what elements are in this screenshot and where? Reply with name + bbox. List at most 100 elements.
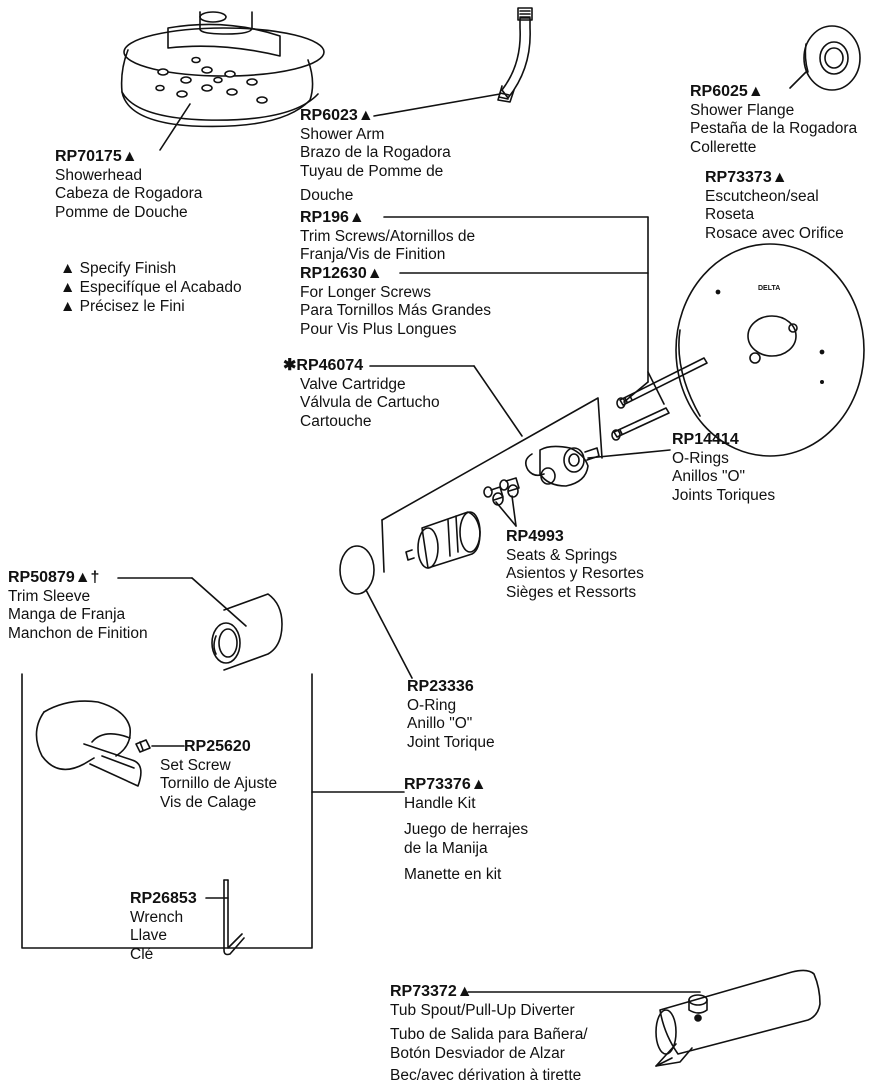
trim-screws-illustration <box>611 357 708 441</box>
part-label-wrench: RP26853 Wrench Llave Clé <box>130 890 197 964</box>
handle-illustration <box>35 700 142 787</box>
part-desc-fr: Cartouche <box>300 412 372 430</box>
part-desc-fr: Rosace avec Orifice <box>705 224 844 242</box>
part-desc-fr: Manchon de Finition <box>8 624 148 642</box>
part-label-o-rings: RP14414 O-Rings Anillos "O" Joints Toriq… <box>672 431 775 505</box>
part-desc-en: Valve Cartridge <box>300 375 406 393</box>
part-desc-es: Anillo "O" <box>407 715 473 732</box>
part-code: RP70175▲ <box>55 148 138 165</box>
o-ring-illustration <box>339 545 375 595</box>
part-desc-fr: Joint Torique <box>407 733 495 751</box>
svg-text:DELTA: DELTA <box>758 285 780 292</box>
part-desc-fr: Manette en kit <box>404 866 502 883</box>
part-desc-line-2: Franja/Vis de Finition <box>300 246 446 263</box>
part-desc-en: For Longer Screws <box>300 283 431 301</box>
wrench-illustration <box>223 879 245 956</box>
part-desc-es: Para Tornillos Más Grandes <box>300 302 491 319</box>
part-desc-fr: Collerette <box>690 138 757 156</box>
part-desc-en: O-Ring <box>407 696 457 714</box>
part-desc-fr: Clé <box>130 945 154 963</box>
part-desc-fr: Pomme de Douche <box>55 203 188 221</box>
part-desc-en: Wrench <box>130 908 184 926</box>
part-label-trim-sleeve: RP50879▲† Trim Sleeve Manga de Franja Ma… <box>8 569 148 643</box>
part-label-escutcheon: RP73373▲ Escutcheon/seal Roseta Rosace a… <box>705 169 844 243</box>
part-desc-fr: Sièges et Ressorts <box>506 583 637 601</box>
part-code: RP14414 <box>672 431 739 448</box>
part-desc-en: Shower Arm <box>300 125 385 143</box>
part-desc-es: Brazo de la Rogadora <box>300 144 451 161</box>
part-desc-es-1: Tubo de Salida para Bañera/ <box>390 1026 588 1043</box>
part-desc-fr: Tuyau de Pomme de <box>300 162 444 180</box>
part-code: RP4993 <box>506 528 564 545</box>
part-desc-es: Válvula de Cartucho <box>300 394 440 411</box>
part-label-longer-screws: RP12630▲ For Longer Screws Para Tornillo… <box>300 265 491 339</box>
leader-lines <box>117 93 701 993</box>
part-code: RP25620 <box>184 738 251 755</box>
part-code: RP6025▲ <box>690 83 764 100</box>
part-desc-en: Seats & Springs <box>506 546 618 564</box>
part-desc-es-2: Botón Desviador de Alzar <box>390 1044 565 1062</box>
part-desc-es: Manga de Franja <box>8 606 126 623</box>
part-desc-fr: Joints Toriques <box>672 486 776 504</box>
part-desc-fr: Bec/avec dérivation à tirette <box>390 1067 582 1084</box>
valve-body-illustration <box>524 445 600 487</box>
valve-cartridge-illustration <box>405 511 481 569</box>
part-desc-en: Handle Kit <box>404 794 476 812</box>
showerhead-illustration <box>120 11 325 151</box>
part-code: ✱RP46074 <box>283 357 364 374</box>
part-desc-es: Cabeza de Rogadora <box>55 185 203 202</box>
part-desc-en: Tub Spout/Pull-Up Diverter <box>390 1001 575 1019</box>
part-desc-es: Tornillo de Ajuste <box>160 775 278 792</box>
valve-box-outline <box>381 397 603 573</box>
part-desc-fr: Pour Vis Plus Longues <box>300 320 457 338</box>
part-label-valve-cartridge: ✱RP46074 Valve Cartridge Válvula de Cart… <box>283 357 440 431</box>
part-code: RP6023▲ <box>300 107 374 124</box>
part-desc-en: Escutcheon/seal <box>705 187 819 205</box>
part-desc-line-1: Trim Screws/Atornillos de <box>300 227 476 245</box>
part-code: RP26853 <box>130 890 197 907</box>
part-desc-es-1: Juego de herrajes <box>404 821 529 838</box>
part-desc-es: Roseta <box>705 206 755 223</box>
part-label-set-screw: RP25620 Set Screw Tornillo de Ajuste Vis… <box>160 738 277 812</box>
part-code: RP12630▲ <box>300 265 383 282</box>
part-desc-es-2: de la Manija <box>404 839 488 857</box>
part-label-showerhead: RP70175▲ Showerhead Cabeza de Rogadora P… <box>55 148 202 222</box>
part-desc-fr-2: Douche <box>300 187 354 204</box>
legend-es: ▲ Especifíque el Acabado <box>60 279 242 296</box>
part-code: RP23336 <box>407 678 474 695</box>
part-code: RP73376▲ <box>404 776 487 793</box>
part-desc-en: Showerhead <box>55 166 143 184</box>
part-label-shower-flange: RP6025▲ Shower Flange Pestaña de la Roga… <box>690 83 857 157</box>
escutcheon-illustration: DELTA <box>675 243 865 457</box>
trim-sleeve-illustration <box>211 593 283 671</box>
part-desc-es: Anillos "O" <box>672 468 746 485</box>
part-code: RP196▲ <box>300 209 365 226</box>
part-desc-en: O-Rings <box>672 449 729 467</box>
part-label-o-ring: RP23336 O-Ring Anillo "O" Joint Torique <box>407 678 495 752</box>
legend-en: ▲ Specify Finish <box>60 260 177 277</box>
part-code: RP73372▲ <box>390 983 473 1000</box>
part-desc-en: Trim Sleeve <box>8 587 91 605</box>
part-code: RP73373▲ <box>705 169 788 186</box>
tub-spout-illustration <box>655 969 821 1067</box>
part-desc-es: Pestaña de la Rogadora <box>690 120 858 137</box>
part-label-seats-springs: RP4993 Seats & Springs Asientos y Resort… <box>506 528 644 602</box>
legend-fr: ▲ Précisez le Fini <box>60 298 185 315</box>
part-label-tub-spout: RP73372▲ Tub Spout/Pull-Up Diverter Tubo… <box>390 983 588 1086</box>
part-code: RP50879▲† <box>8 569 100 586</box>
part-label-trim-screws: RP196▲ Trim Screws/Atornillos de Franja/… <box>300 209 475 265</box>
finish-legend: ▲ Specify Finish ▲ Especifíque el Acabad… <box>60 259 242 316</box>
part-desc-es: Llave <box>130 927 168 944</box>
shower-flange-illustration <box>789 25 861 91</box>
part-desc-en: Shower Flange <box>690 101 795 119</box>
shower-arm-illustration <box>497 7 533 103</box>
set-screw-illustration <box>135 739 151 753</box>
part-label-shower-arm: RP6023▲ Shower Arm Brazo de la Rogadora … <box>300 107 451 206</box>
part-desc-fr: Vis de Calage <box>160 793 257 811</box>
handle-kit-box <box>21 673 313 949</box>
seats-springs-illustration <box>483 477 520 506</box>
part-label-handle-kit: RP73376▲ Handle Kit Juego de herrajes de… <box>404 776 528 885</box>
part-desc-es: Asientos y Resortes <box>506 565 644 582</box>
part-desc-en: Set Screw <box>160 756 231 774</box>
